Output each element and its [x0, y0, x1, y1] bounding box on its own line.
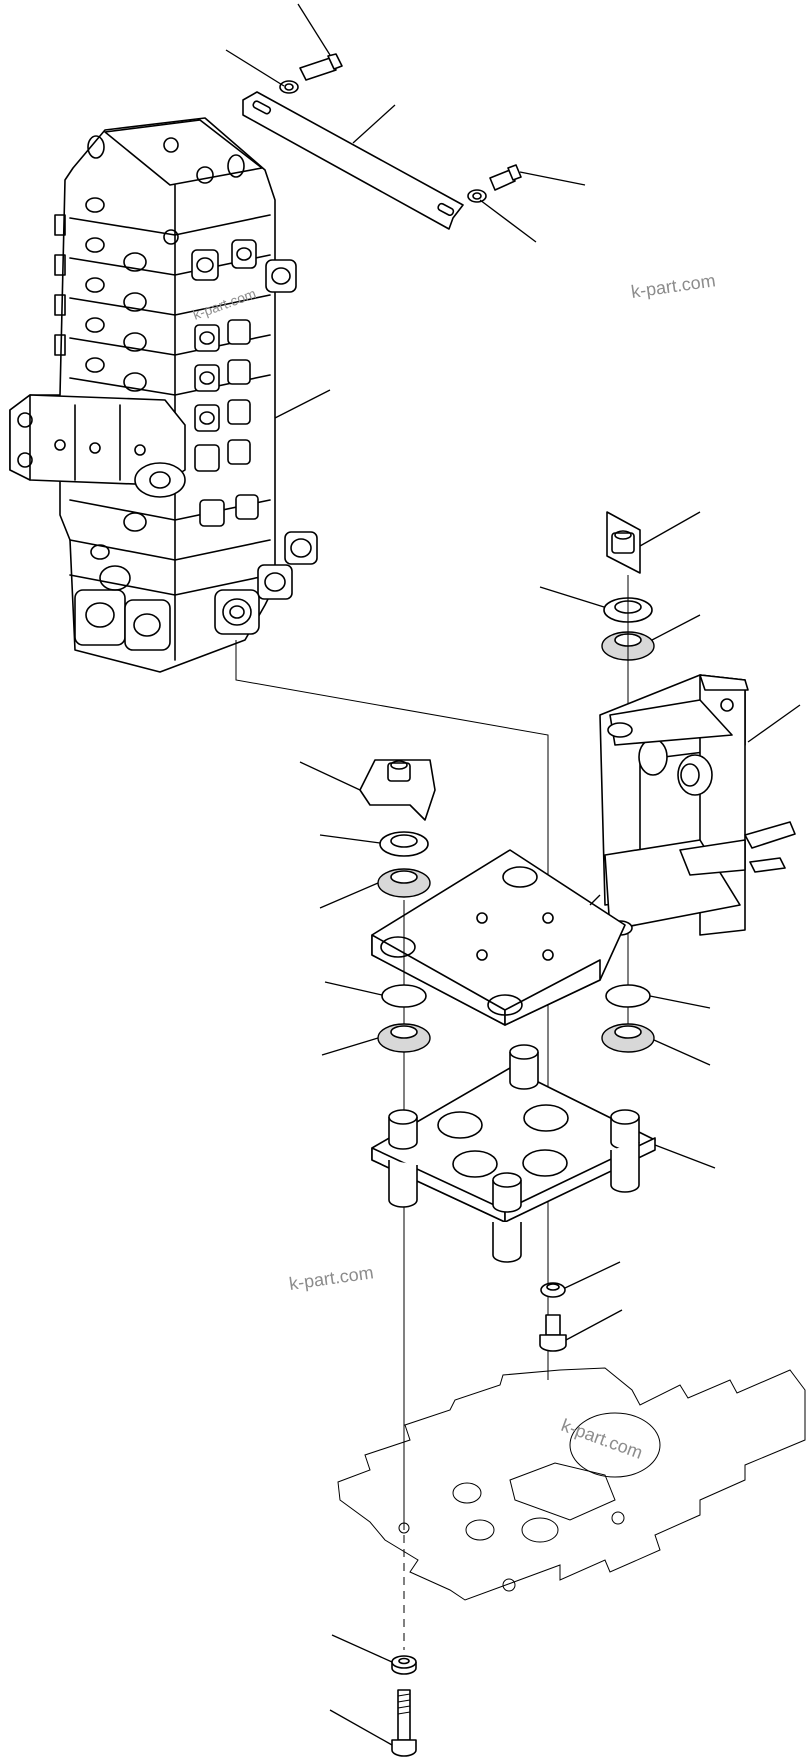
cushion — [601, 1023, 711, 1066]
bolt-center — [539, 1261, 623, 1352]
cushion — [601, 614, 701, 661]
control-valve — [9, 117, 331, 673]
mounting-plate — [371, 849, 626, 1026]
support-pad-left — [299, 759, 436, 821]
bolt-long — [329, 1634, 417, 1757]
cushion — [321, 1023, 431, 1056]
o-ring-right — [605, 984, 711, 1009]
valve-bracket-strip — [242, 91, 464, 230]
valve-fittings — [191, 239, 318, 635]
support-bracket — [599, 674, 801, 936]
leader-line — [352, 104, 396, 144]
bolt-top-right — [467, 164, 586, 243]
o-ring-left — [324, 981, 427, 1008]
support-pad-top — [606, 511, 701, 574]
bolt-top-left — [225, 3, 343, 94]
washer — [539, 586, 653, 623]
watermark: k-part.com — [630, 270, 717, 302]
watermark: k-part.com — [559, 1415, 646, 1463]
mount-base — [371, 1044, 716, 1263]
watermark: k-part.com — [288, 1262, 375, 1294]
cushion — [319, 868, 431, 909]
leader-line — [274, 389, 331, 419]
frame-outline — [337, 1367, 806, 1601]
washer — [319, 831, 429, 857]
